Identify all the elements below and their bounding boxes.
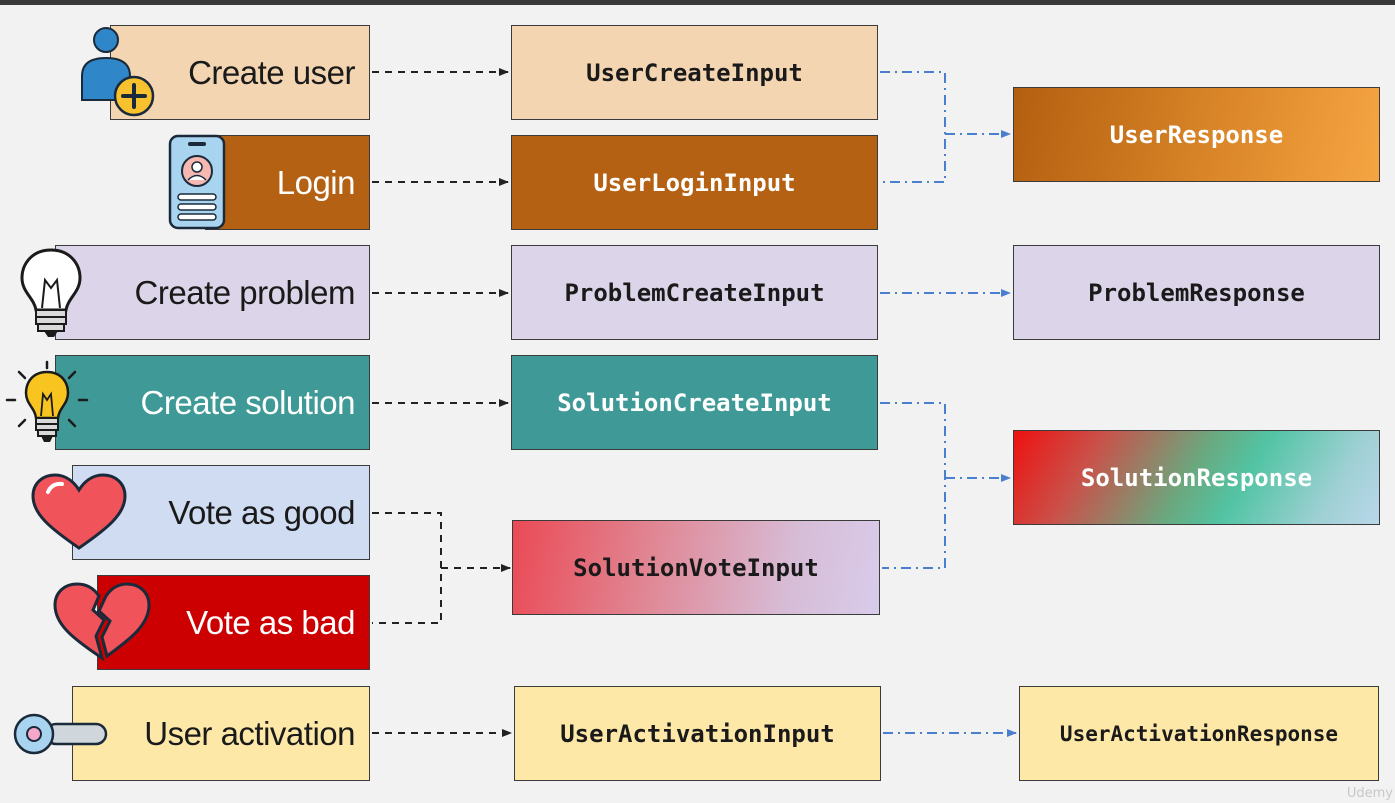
input-problem-create: ProblemCreateInput	[511, 245, 878, 340]
input-solution-create-label: SolutionCreateInput	[557, 388, 832, 417]
action-vote-bad-label: Vote as bad	[186, 603, 355, 641]
input-user-activation-label: UserActivationInput	[560, 719, 835, 748]
response-solution-label: SolutionResponse	[1080, 463, 1313, 492]
action-create-user-label: Create user	[188, 53, 355, 91]
input-problem-create-label: ProblemCreateInput	[564, 278, 825, 307]
action-create-solution: Create solution	[55, 355, 370, 450]
action-vote-good-label: Vote as good	[168, 493, 355, 531]
action-vote-good: Vote as good	[72, 465, 370, 560]
line-solution-inputs	[880, 402, 946, 569]
action-login-label: Login	[276, 163, 356, 201]
action-login: Login	[205, 135, 370, 230]
input-solution-vote-label: SolutionVoteInput	[573, 553, 819, 582]
response-solution: SolutionResponse	[1013, 430, 1380, 525]
heart-icon	[31, 473, 127, 550]
light-bulb-on-icon	[5, 360, 89, 442]
action-create-user: Create user	[110, 25, 370, 120]
action-user-activation: User activation	[72, 686, 370, 781]
key-icon	[13, 713, 108, 755]
watermark: Udemy	[1346, 786, 1393, 801]
response-problem: ProblemResponse	[1013, 245, 1380, 340]
action-create-solution-label: Create solution	[140, 383, 356, 421]
input-user-login-label: UserLoginInput	[593, 168, 796, 197]
response-user: UserResponse	[1013, 87, 1380, 182]
action-user-activation-label: User activation	[144, 714, 355, 752]
response-problem-label: ProblemResponse	[1088, 278, 1305, 307]
id-card-icon	[168, 134, 226, 230]
input-user-login: UserLoginInput	[511, 135, 878, 230]
line-user-inputs	[880, 71, 946, 183]
response-user-activation: UserActivationResponse	[1019, 686, 1379, 781]
action-create-problem: Create problem	[55, 245, 370, 340]
input-user-activation: UserActivationInput	[514, 686, 881, 781]
input-user-create-label: UserCreateInput	[586, 58, 803, 87]
response-user-label: UserResponse	[1109, 120, 1284, 149]
line-vote-good	[372, 512, 442, 624]
light-bulb-off-icon	[20, 248, 82, 337]
response-user-activation-label: UserActivationResponse	[1059, 721, 1339, 746]
input-solution-create: SolutionCreateInput	[511, 355, 878, 450]
top-bar	[0, 0, 1395, 5]
input-user-create: UserCreateInput	[511, 25, 878, 120]
add-user-icon	[81, 27, 155, 117]
input-solution-vote: SolutionVoteInput	[512, 520, 880, 615]
action-create-problem-label: Create problem	[134, 273, 356, 311]
broken-heart-icon	[53, 582, 151, 662]
